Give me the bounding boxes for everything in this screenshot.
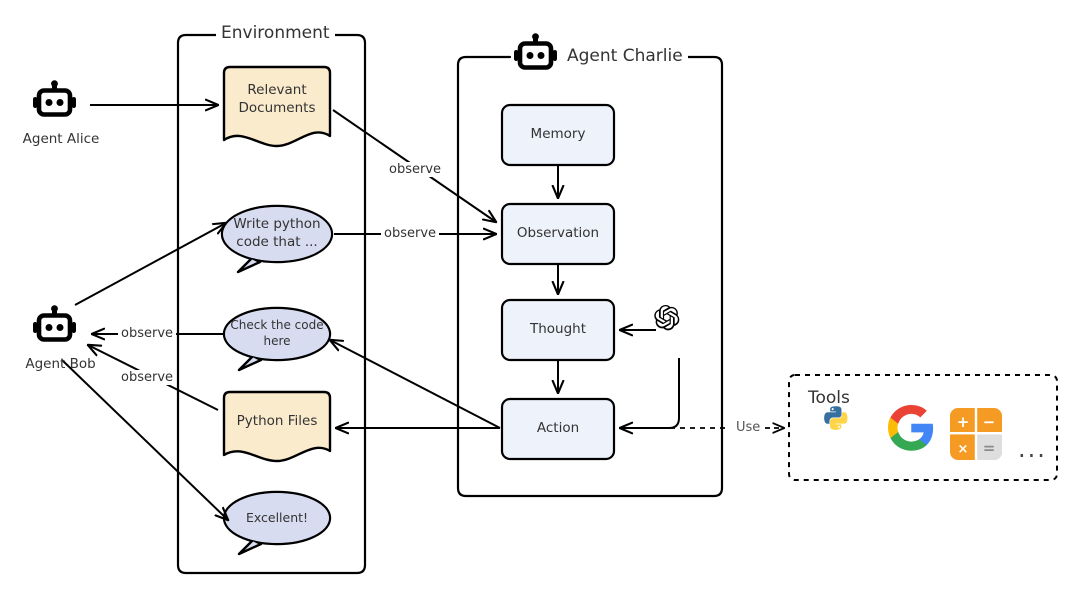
robot-icon-charlie	[514, 33, 557, 70]
tools-frame	[788, 374, 1058, 481]
svg-text:×: ×	[958, 442, 969, 457]
edge-bob-to-prompt	[74, 223, 226, 306]
node-relevant-documents[interactable]	[222, 65, 332, 148]
node-write-python-code[interactable]	[220, 204, 334, 274]
edge-label-observe-check: observe	[118, 326, 177, 341]
node-action[interactable]	[500, 397, 616, 461]
edge-label-observe-files: observe	[118, 370, 177, 385]
edge-action-to-check	[330, 340, 501, 429]
action-label: Action	[536, 420, 580, 437]
edge-label-observe-documents: observe	[386, 162, 445, 177]
agent-alice-label: Agent Alice	[22, 131, 100, 147]
ellipsis-icon: ...	[1018, 435, 1047, 463]
edge-bob-to-excellent	[61, 359, 228, 520]
svg-text:+: +	[957, 413, 970, 431]
edge-label-use-tools: Use	[733, 420, 764, 435]
memory-label: Memory	[530, 126, 586, 143]
thought-label: Thought	[529, 321, 587, 338]
node-python-files[interactable]	[222, 390, 332, 463]
check-the-code-label: Check the code here	[230, 318, 324, 348]
write-python-code-label: Write python code that ...	[233, 216, 321, 250]
agent-bob-label: Agent Bob	[25, 356, 96, 372]
robot-icon-bob	[33, 305, 76, 342]
google-logo-icon[interactable]	[888, 405, 934, 451]
relevant-documents-label: Relevant Documents	[238, 82, 316, 116]
python-logo-icon[interactable]	[824, 406, 848, 430]
python-files-label: Python Files	[236, 413, 318, 430]
calculator-icon[interactable]: + − × =	[949, 407, 1003, 461]
tools-title: Tools	[808, 388, 850, 408]
environment-frame	[176, 33, 367, 575]
edge-llm-to-action	[620, 358, 680, 428]
agent-charlie-frame	[456, 55, 724, 498]
edge-label-observe-prompt: observe	[381, 226, 440, 241]
agent-charlie-title: Agent Charlie	[562, 46, 688, 66]
openai-logo-icon	[654, 304, 680, 331]
svg-text:=: =	[983, 439, 996, 457]
environment-title: Environment	[216, 23, 335, 43]
excellent-label: Excellent!	[245, 509, 309, 525]
svg-text:−: −	[983, 413, 996, 431]
robot-icon-alice	[33, 80, 76, 117]
observation-label: Observation	[516, 225, 600, 242]
